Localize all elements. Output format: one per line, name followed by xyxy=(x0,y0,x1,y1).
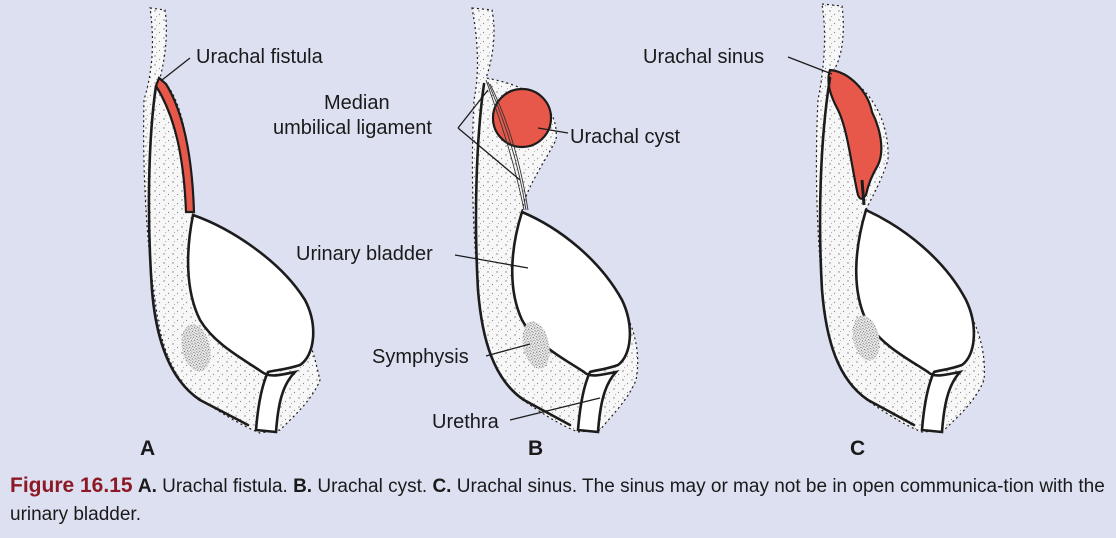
leader-median-ligament-lower xyxy=(457,127,521,181)
label-urachal-fistula: Urachal fistula xyxy=(196,46,324,68)
caption-figure-number: Figure 16.15 xyxy=(10,474,133,497)
leader-urethra xyxy=(509,397,601,421)
leader-lines xyxy=(161,56,833,421)
leader-urinary-bladder xyxy=(454,254,529,269)
panel-c xyxy=(815,3,986,434)
leader-urachal-cyst xyxy=(537,127,569,134)
symphysis-c xyxy=(852,315,880,361)
caption-a-letter: A. xyxy=(137,476,157,497)
caption-b-letter: B. xyxy=(293,476,313,497)
caption-c-letter: C. xyxy=(432,476,452,497)
urachal-sinus xyxy=(827,68,883,200)
leader-urachal-fistula xyxy=(161,57,191,81)
leader-urachal-sinus xyxy=(787,56,833,75)
panel-label-b: B xyxy=(528,437,543,460)
abdominal-wall-a xyxy=(143,7,321,434)
anterior-wall-line-c xyxy=(818,76,916,427)
anterior-wall-line-b xyxy=(474,82,572,427)
leader-symphysis xyxy=(485,343,531,357)
panel-label-a: A xyxy=(140,437,155,460)
urachal-anomalies-figure: Urachal fistula Median umbilical ligamen… xyxy=(140,3,986,460)
label-median-line2: umbilical ligament xyxy=(273,117,432,139)
bladder-a xyxy=(186,213,315,434)
label-urachal-sinus: Urachal sinus xyxy=(643,46,764,68)
label-urachal-cyst: Urachal cyst xyxy=(570,126,680,148)
label-symphysis: Symphysis xyxy=(372,346,469,368)
caption-c-text: Urachal sinus. The sinus may or may not … xyxy=(10,476,1105,525)
median-umbilical-ligament-lines xyxy=(485,79,529,211)
panel-label-c: C xyxy=(850,437,865,460)
leader-median-ligament-upper xyxy=(457,89,489,129)
label-median-line1: Median xyxy=(324,92,390,114)
figure-caption: Figure 16.15 A. Urachal fistula. B. Urac… xyxy=(10,472,1106,529)
urachal-cyst xyxy=(491,87,553,149)
caption-a-text: Urachal fistula. xyxy=(156,476,294,497)
panel-b xyxy=(471,7,639,434)
symphysis-b xyxy=(522,321,550,369)
closed-urachus-c xyxy=(860,179,866,206)
anterior-wall-line-a xyxy=(147,84,250,427)
urachal-fistula-tract xyxy=(154,76,196,214)
symphysis-a xyxy=(181,324,211,372)
panel-a xyxy=(143,7,321,434)
label-urethra: Urethra xyxy=(432,411,500,433)
caption-b-text: Urachal cyst. xyxy=(312,476,433,497)
label-urinary-bladder: Urinary bladder xyxy=(296,243,433,265)
